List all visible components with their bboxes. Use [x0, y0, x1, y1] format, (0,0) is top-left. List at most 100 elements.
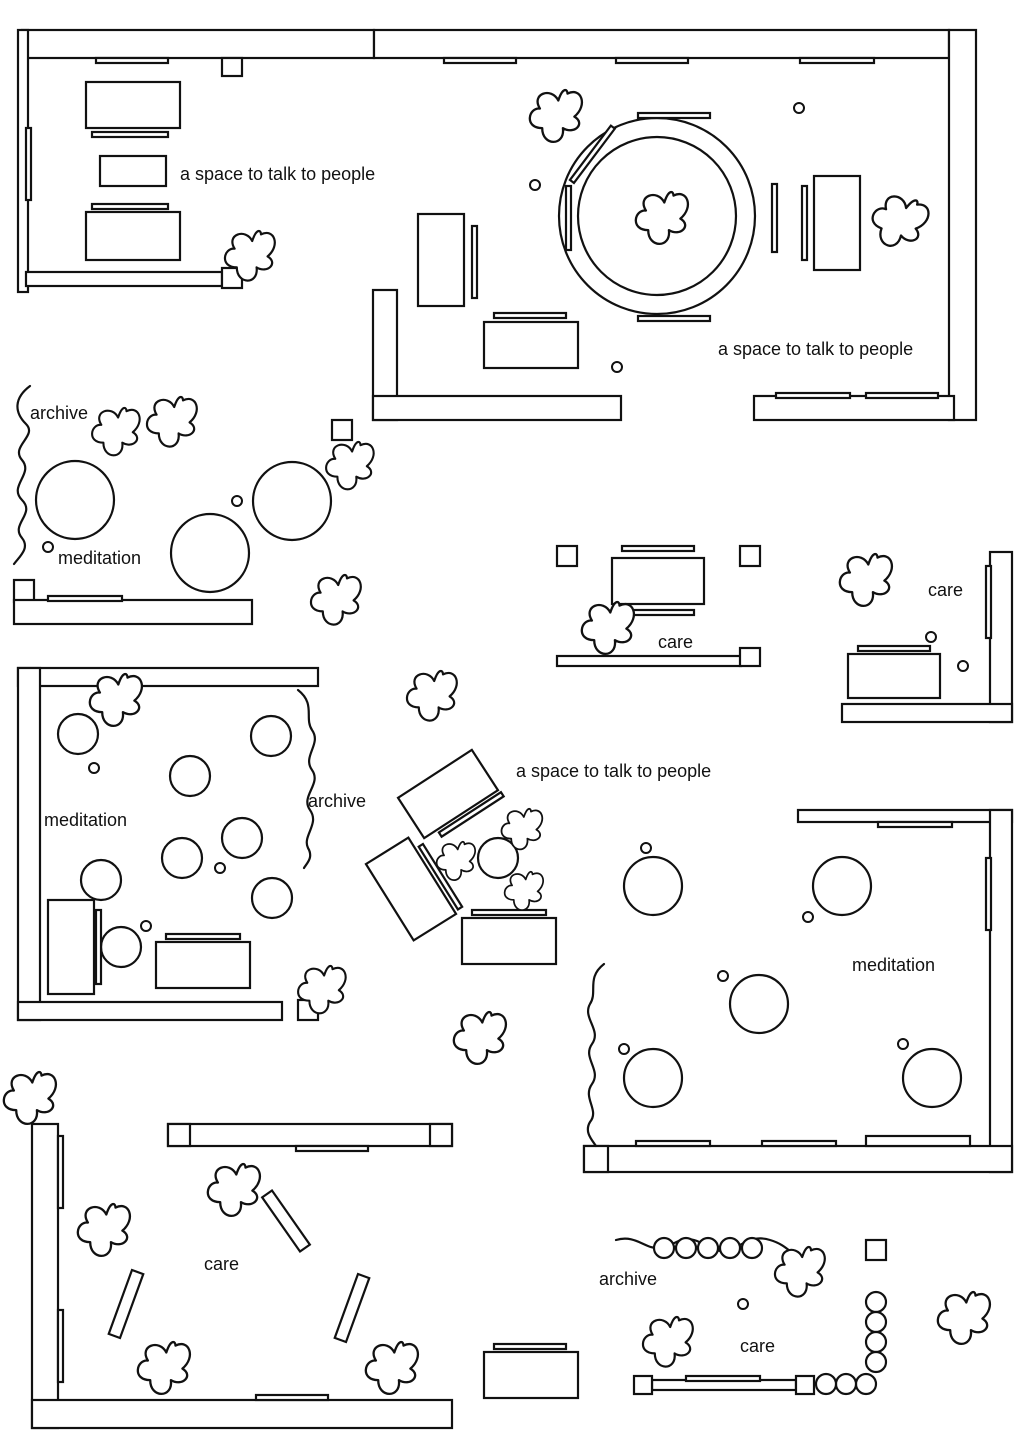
wall	[30, 1122, 60, 1430]
bead	[864, 1350, 888, 1374]
wall	[371, 394, 623, 422]
bench	[470, 224, 479, 300]
pillar	[632, 1374, 654, 1396]
stool	[737, 1298, 749, 1310]
bench	[620, 544, 696, 553]
pillar	[864, 1238, 888, 1262]
meditation-cushion	[79, 858, 123, 902]
window	[442, 56, 518, 65]
stool	[529, 179, 541, 191]
plant-icon	[580, 600, 636, 656]
meditation-cushion	[250, 876, 294, 920]
meditation-cushion	[901, 1047, 963, 1109]
meditation-cushion	[728, 973, 790, 1035]
zone-care-archive-bottom: archive care	[482, 1236, 888, 1400]
table	[98, 154, 168, 188]
stool	[618, 1043, 630, 1055]
stool	[925, 631, 937, 643]
meditation-cushion	[476, 836, 520, 880]
bench	[90, 202, 170, 211]
stool	[231, 495, 243, 507]
room-label: care	[740, 1336, 775, 1356]
room-label: archive	[30, 403, 88, 423]
stool	[802, 911, 814, 923]
room-label: a space to talk to people	[180, 164, 375, 184]
bench	[90, 130, 170, 139]
wall	[16, 666, 42, 1022]
bead	[652, 1236, 676, 1260]
bead	[718, 1236, 742, 1260]
plant-icon	[528, 88, 584, 144]
bead	[740, 1236, 764, 1260]
pillar	[582, 1144, 610, 1174]
bead	[864, 1330, 888, 1354]
table	[482, 1350, 580, 1400]
window	[798, 56, 876, 65]
zone-care-center: care	[555, 544, 762, 668]
bench	[260, 1188, 312, 1254]
bench	[164, 932, 242, 941]
wall	[752, 394, 956, 422]
plant-icon	[864, 187, 934, 257]
window	[984, 564, 993, 640]
bench	[760, 1139, 838, 1148]
stool	[897, 1038, 909, 1050]
archive-curtain	[296, 688, 316, 870]
meditation-cushion	[56, 712, 100, 756]
wall	[12, 598, 254, 626]
pillar	[555, 544, 579, 568]
table	[846, 652, 942, 700]
table	[610, 556, 706, 606]
wall	[166, 1122, 454, 1148]
room-label: care	[204, 1254, 239, 1274]
wall	[24, 270, 224, 288]
window	[294, 1144, 370, 1153]
plant-icon	[325, 440, 375, 491]
pillar	[794, 1374, 816, 1396]
bench	[492, 311, 568, 320]
room-label: meditation	[58, 548, 141, 568]
room-label: a space to talk to people	[718, 339, 913, 359]
plant-icon	[145, 395, 198, 448]
archive-curtain	[586, 962, 606, 1148]
archive-curtain	[12, 384, 32, 566]
stool	[611, 361, 623, 373]
window	[94, 56, 170, 65]
meditation-cushion	[251, 460, 333, 542]
plant-icon	[773, 1245, 826, 1298]
table	[84, 80, 182, 130]
bench	[856, 644, 932, 653]
meditation-cushion	[34, 459, 116, 541]
plant-icon	[206, 1162, 262, 1218]
meditation-cushion	[99, 925, 143, 969]
pillar	[428, 1122, 454, 1148]
window	[254, 1393, 330, 1402]
wall	[372, 28, 951, 60]
plant-icon	[936, 1290, 992, 1346]
pillar	[738, 646, 762, 668]
room-care-bottom-left: care	[30, 1122, 454, 1430]
room-label: meditation	[44, 810, 127, 830]
plant-icon	[88, 672, 144, 728]
wall	[16, 1000, 284, 1022]
bench	[94, 908, 103, 986]
room-label: care	[928, 580, 963, 600]
plant-icon	[76, 1202, 132, 1258]
bench	[636, 111, 712, 120]
bead	[814, 1372, 838, 1396]
plant-icon	[136, 1340, 192, 1396]
table	[416, 212, 466, 308]
zone-talk-center: a space to talk to people	[364, 748, 711, 966]
table	[812, 174, 862, 272]
table	[482, 320, 580, 370]
table	[84, 210, 182, 262]
window	[774, 391, 852, 400]
stool	[717, 970, 729, 982]
wall	[582, 1144, 1014, 1174]
table	[154, 940, 252, 990]
stool	[88, 762, 100, 774]
window	[24, 126, 33, 202]
meditation-cushion	[622, 1047, 684, 1109]
bench	[333, 1272, 371, 1344]
stool	[140, 920, 152, 932]
